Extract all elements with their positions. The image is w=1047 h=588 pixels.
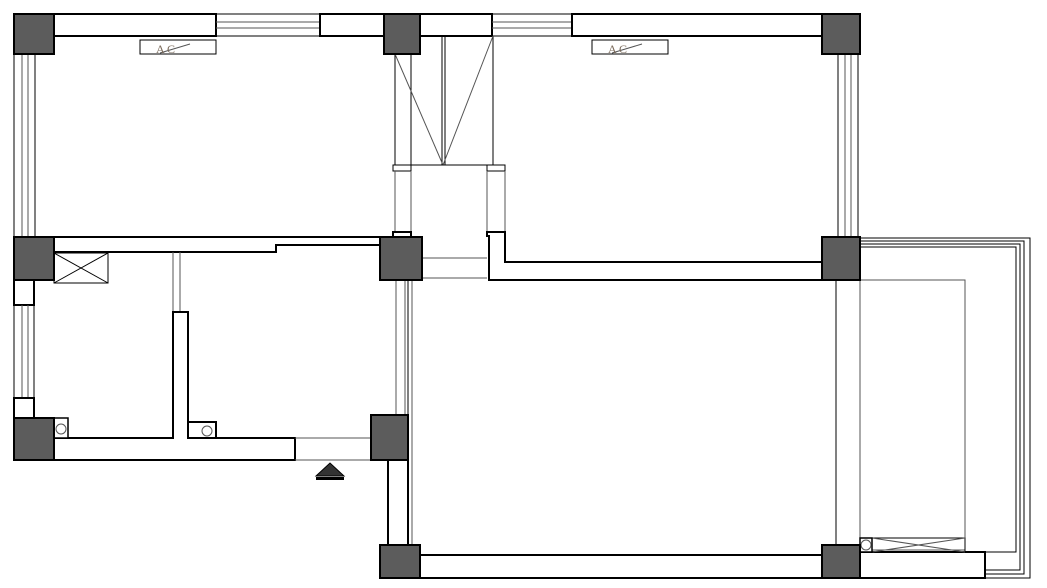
bottom-wall xyxy=(419,554,823,579)
window-left-lower xyxy=(13,305,35,398)
structural-columns xyxy=(13,13,861,579)
lower-left-t-wall xyxy=(53,311,296,461)
pipe-left xyxy=(53,417,69,439)
middle-wall-left xyxy=(53,236,381,253)
ac-label: A C xyxy=(156,42,175,56)
window-left-upper xyxy=(13,54,36,237)
entrance-door[interactable] xyxy=(295,437,371,461)
top-wall xyxy=(53,13,823,37)
ac-label: A C xyxy=(608,42,627,56)
window-top-left xyxy=(216,13,320,37)
balcony xyxy=(859,237,1031,579)
entrance-arrow-icon xyxy=(314,462,346,480)
ac-box-left xyxy=(53,252,109,284)
window-right-upper xyxy=(837,54,859,237)
stair-side-wall xyxy=(486,231,823,281)
right-lower-wall xyxy=(387,459,409,546)
window-top-right xyxy=(492,13,572,37)
pipe-middle xyxy=(187,421,217,439)
ac-unit-left: A C xyxy=(139,39,217,56)
ac-unit-right: A C xyxy=(591,39,669,56)
